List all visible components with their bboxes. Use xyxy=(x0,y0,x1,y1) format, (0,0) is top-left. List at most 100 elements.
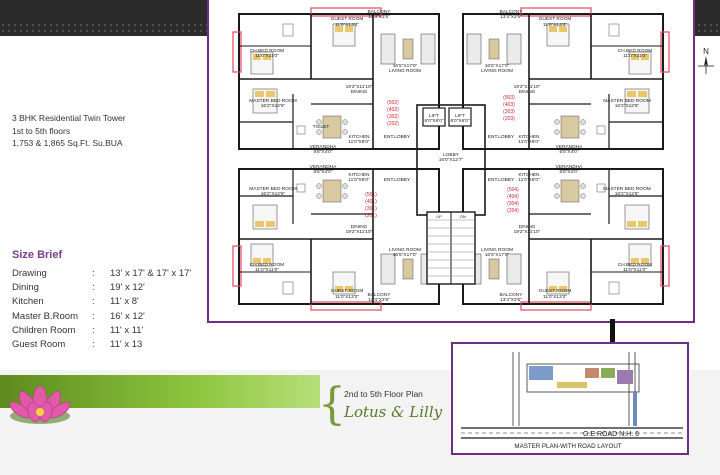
kitchen-dim: 11'0"X8'0" xyxy=(518,139,540,145)
size-colon: : xyxy=(92,324,95,336)
verandha-label: VERANDHA xyxy=(556,144,583,150)
unit-number: (202) xyxy=(387,121,399,127)
size-label: Dining xyxy=(12,281,39,293)
master-bed-dim: 16'2"X12'6" xyxy=(615,103,640,109)
unit-number: (402) xyxy=(387,107,399,113)
master-bed-dim: 16'2"X12'6" xyxy=(261,191,286,197)
size-colon: : xyxy=(92,267,95,279)
lift-label: LIFT xyxy=(455,113,465,119)
size-label: Children Room xyxy=(12,324,76,336)
size-value: 19' x 12' xyxy=(110,281,145,293)
size-colon: : xyxy=(92,310,95,322)
size-row: Drawing:13' x 17' & 17' x 17' xyxy=(12,266,191,280)
north-arrow-icon: N xyxy=(698,47,714,74)
living-room-dim: 16'5"X17'0" xyxy=(485,252,510,258)
project-area: 1,753 & 1,865 Sq.Ft. Su.BUA xyxy=(12,138,123,148)
dining-label: DINING xyxy=(519,224,536,230)
size-row: Master B.Room:16' x 12' xyxy=(12,309,191,323)
size-brief-table: Drawing:13' x 17' & 17' x 17' Dining: 19'… xyxy=(12,266,191,352)
ch-bed-label: CH.BED ROOM xyxy=(618,48,652,54)
master-bed-label: MASTER BED ROOM xyxy=(249,98,296,104)
unit-number: (404) xyxy=(507,194,519,200)
kitchen-dim: 11'0"X8'0" xyxy=(348,139,370,145)
size-row: Guest Room:11' x 13 xyxy=(12,337,191,351)
road-layout-frame: G.E ROAD N.H. 6 MASTER PLAN-WITH ROAD LA… xyxy=(451,342,689,455)
unit-number: (503) xyxy=(503,95,515,101)
unit-number: (201) xyxy=(365,213,377,219)
living-room-dim: 16'5"X17'0" xyxy=(485,63,510,69)
balcony-dim: 13'4"X3'5" xyxy=(500,14,522,20)
unit-number: (203) xyxy=(503,116,515,122)
size-brief-title: Size Brief xyxy=(12,249,63,261)
dining-dim: 19'2"X11'10" xyxy=(346,229,373,235)
kitchen-dim: 11'0"X8'0" xyxy=(518,177,540,183)
size-colon: : xyxy=(92,296,95,308)
ent-lobby-label: ENT.LOBBY xyxy=(488,134,515,140)
ch-bed-dim: 11'0"X11'0" xyxy=(623,53,647,59)
unit-number: (304) xyxy=(507,201,519,207)
guest-room-dim: 11'0"X13'3" xyxy=(543,22,567,28)
ch-bed-label: CH.BED ROOM xyxy=(618,262,652,268)
master-bed-label: MASTER BED ROOM xyxy=(603,98,650,104)
kitchen-label: KITCHEN xyxy=(348,134,370,140)
living-room-label: LIVING ROOM xyxy=(481,247,513,253)
balcony-label: BALCONY xyxy=(500,292,524,298)
guest-room-label: GUEST ROOM xyxy=(539,16,572,22)
unit-number: (204) xyxy=(507,208,519,214)
size-row: Kitchen: 11' x 8' xyxy=(12,295,191,309)
ent-lobby-label: ENT.LOBBY xyxy=(384,177,411,183)
guest-room-dim: 11'0"X13'3" xyxy=(543,294,567,300)
decorative-brace: { xyxy=(318,379,346,430)
dining-label: DINING xyxy=(351,224,368,230)
verandha-dim: 6'8"X4'0" xyxy=(313,149,332,155)
floor-plan: GUEST ROOM 11'0"X13'3" BALCONY 13'4"X3'5… xyxy=(232,7,670,311)
dining-label: DINING xyxy=(351,89,368,95)
project-type: 3 BHK Residential Twin Tower xyxy=(12,113,126,123)
verandha-dim: 6'8"X4'0" xyxy=(559,149,578,155)
balcony-label: BALCONY xyxy=(500,9,524,15)
unit-number: (502) xyxy=(387,100,399,106)
living-room-label: LIVING ROOM xyxy=(389,247,421,253)
floor-plan-frame: GUEST ROOM 11'0"X13'3" BALCONY 13'4"X3'5… xyxy=(207,0,695,323)
unit-number: (401) xyxy=(365,199,377,205)
ch-bed-dim: 11'0"X11'0" xyxy=(255,53,279,59)
living-room-label: LIVING ROOM xyxy=(389,68,421,74)
living-room-dim: 16'5"X17'0" xyxy=(393,63,418,69)
size-label: Kitchen xyxy=(12,296,44,308)
verandha-label: VERANDHA xyxy=(310,144,337,150)
lobby-label: LOBBY xyxy=(443,152,460,158)
master-bed-dim: 16'2"X12'6" xyxy=(261,103,286,109)
kitchen-dim: 11'0"X8'0" xyxy=(348,177,370,183)
ch-bed-dim: 11'0"X11'0" xyxy=(255,267,279,273)
verandha-dim: 6'8"X4'0" xyxy=(313,169,332,175)
ch-bed-label: CH.BED ROOM xyxy=(250,48,284,54)
balcony-label: BALCONY xyxy=(368,292,392,298)
unit-number: (504) xyxy=(507,187,519,193)
dining-dim: 19'2"X11'10" xyxy=(514,84,541,90)
ent-lobby-label: ENT.LOBBY xyxy=(488,177,515,183)
guest-room-label: GUEST ROOM xyxy=(331,288,364,294)
living-room-label: LIVING ROOM xyxy=(481,68,513,74)
size-row: Dining: 19' x 12' xyxy=(12,280,191,294)
size-colon: : xyxy=(92,281,95,293)
balcony-label: BALCONY xyxy=(368,9,392,15)
guest-room-label: GUEST ROOM xyxy=(539,288,572,294)
size-label: Drawing xyxy=(12,267,47,279)
master-bed-label: MASTER BED ROOM xyxy=(249,186,296,192)
ent-lobby-label: ENT.LOBBY xyxy=(384,134,411,140)
verandha-label: VERANDHA xyxy=(310,164,337,170)
balcony-dim: 13'4"X3'5" xyxy=(500,297,522,303)
brand-name: Lotus & Lilly xyxy=(344,403,443,421)
dining-dim: 19'2"X11'10" xyxy=(514,229,541,235)
plan-subtitle: 2nd to 5th Floor Plan xyxy=(344,389,423,399)
dining-label: DINING xyxy=(519,89,536,95)
size-value: 11' x 8' xyxy=(110,296,139,308)
size-value: 11' x 13 xyxy=(110,339,143,351)
unit-number: (403) xyxy=(503,102,515,108)
unit-number: (301) xyxy=(365,206,377,212)
staircase xyxy=(426,211,476,285)
lift-dim: 6'0"X6'0" xyxy=(450,118,469,124)
master-bed-label: MASTER BED ROOM xyxy=(603,186,650,192)
unit-number: (303) xyxy=(503,109,515,115)
guest-room-dim: 11'0"X13'3" xyxy=(335,294,359,300)
